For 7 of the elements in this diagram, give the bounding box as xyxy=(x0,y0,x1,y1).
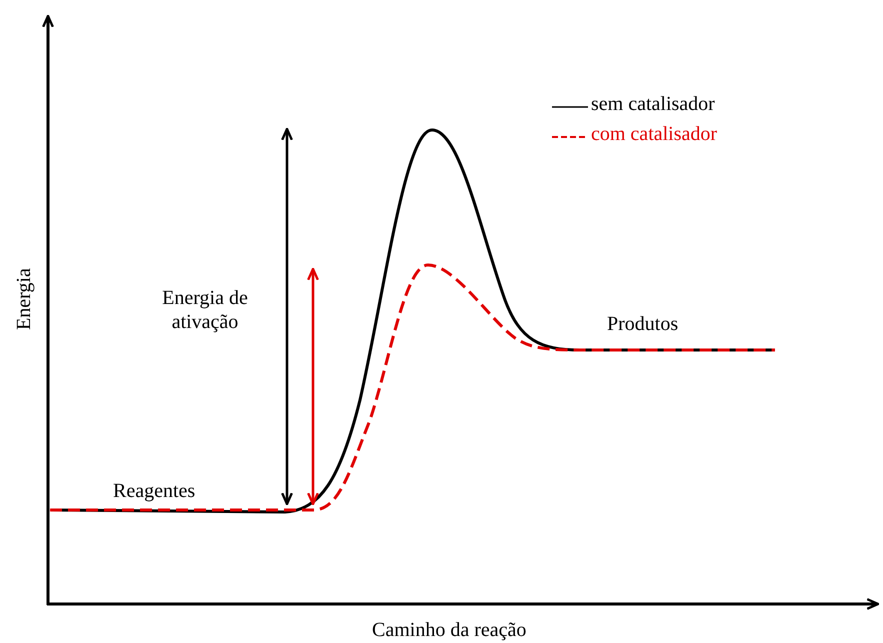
legend-text: sem catalisador xyxy=(591,92,715,116)
axis-label: Caminho da reação xyxy=(372,618,526,642)
region-label: Produtos xyxy=(607,312,678,336)
legend-text: com catalisador xyxy=(591,122,718,146)
axis-label: Energia xyxy=(12,268,36,330)
annotation-text: Energia de ativação xyxy=(161,286,249,334)
region-label: Reagentes xyxy=(113,479,196,503)
